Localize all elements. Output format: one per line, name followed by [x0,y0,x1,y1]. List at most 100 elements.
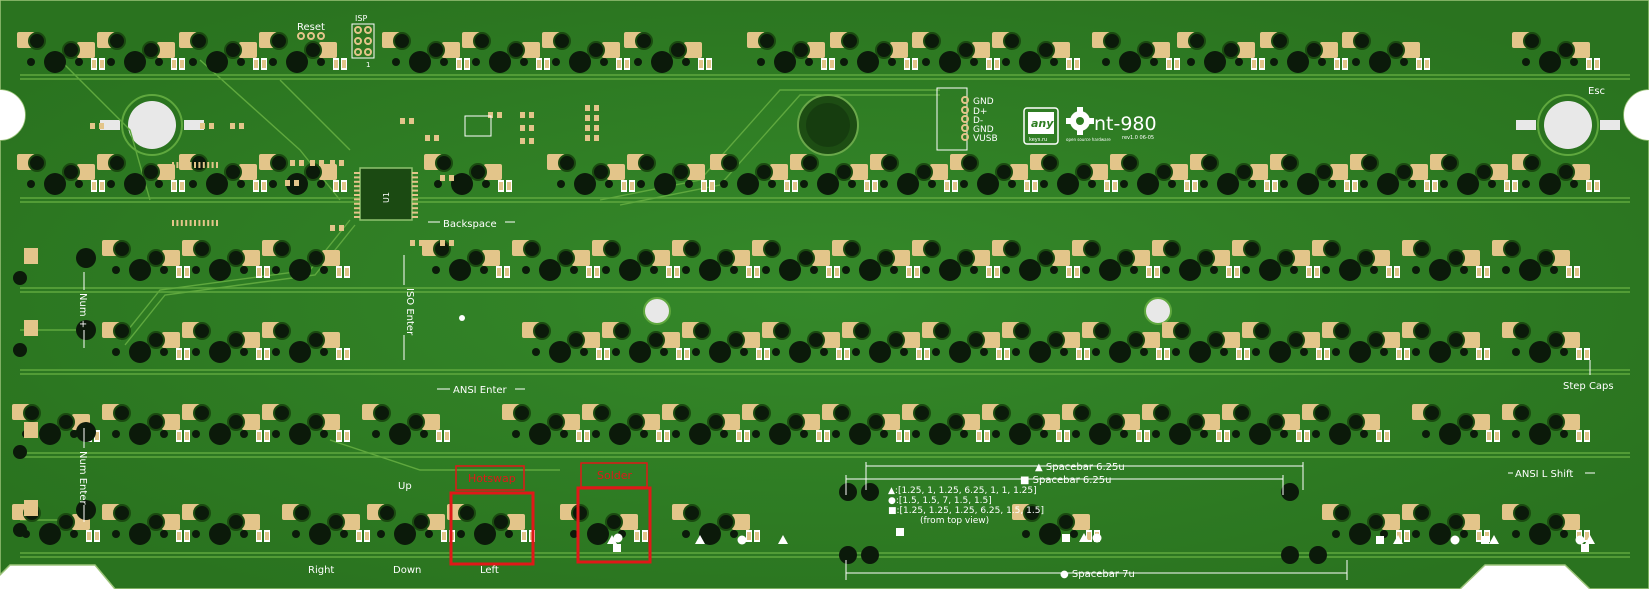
hotswap-highlight [449,491,535,566]
spacebar-legend-1: ▲:[1.25, 1, 1.25, 6.25, 1, 1, 1.25] [888,486,1037,496]
key-switch [1082,322,1170,363]
key-switch [1092,32,1180,73]
key-switch [1342,32,1430,73]
numpad-stab-pads [13,422,96,459]
key-switch [747,32,835,73]
key-switch [17,154,105,195]
row-1 [17,32,1600,73]
key-switch [912,240,1000,281]
square-marker-icon [1376,536,1384,544]
label-iso-enter: ISO Enter [404,288,415,336]
key-switch [522,322,610,363]
key-switch [1270,154,1358,195]
row-2 [17,154,1600,195]
square-marker-icon [1062,534,1070,542]
key-switch [1512,154,1600,195]
label-right: Right [308,565,334,576]
stab-pad [861,483,879,501]
key-switch [1402,322,1490,363]
key-switch [1260,32,1348,73]
numpad-stab-pads [13,320,96,357]
key-switch [182,322,270,363]
label-down: Down [393,565,421,576]
mounting-hole-left [100,94,204,156]
triangle-marker-icon [778,535,788,544]
stab-pad [1309,546,1327,564]
key-switch [462,32,550,73]
key-switch [752,240,840,281]
key-switch [262,240,350,281]
key-switch [542,32,630,73]
usb-pin-vusb: VUSB [973,134,998,144]
key-switch [362,404,450,445]
triangle-marker-icon [1489,535,1499,544]
isp-label: ISP [355,14,367,23]
copper-traces [20,59,1630,558]
key-switch [17,32,105,73]
key-switch [1502,322,1590,363]
square-marker-icon [1581,544,1589,552]
key-switch [547,154,635,195]
triangle-marker-icon [695,535,705,544]
label-num-plus: Num + [77,293,88,328]
board-name: nt-980 [1094,113,1157,135]
key-switch [710,154,798,195]
triangle-marker-icon [1585,535,1595,544]
key-switch [992,32,1080,73]
reset-pads [297,32,325,40]
label-left: Left [480,565,499,576]
label-step-caps: Step Caps [1563,381,1614,392]
key-switch [1312,240,1400,281]
label-arrows [83,221,1595,522]
numpad-stab-pads [13,500,96,537]
key-switch [1322,504,1410,545]
label-num-enter: Num Enter [77,451,88,505]
key-switch [1177,32,1265,73]
isp-header [351,23,375,59]
label-ansi-l-shift: ANSI L Shift [1515,469,1573,480]
key-switch [1162,322,1250,363]
key-switch [382,32,470,73]
buzzer [797,94,859,156]
mcu-ref: U1 [382,192,391,203]
usb-pin-gnd-2: GND [973,125,994,135]
key-switch [97,154,185,195]
key-switch [842,322,930,363]
key-switch [1012,504,1100,545]
key-switch [662,404,750,445]
key-switch [1512,32,1600,73]
key-switch [502,404,590,445]
anykeys-badge [1023,107,1059,145]
key-switch [262,404,350,445]
key-switch [672,240,760,281]
hotswap-label-box [455,465,525,491]
key-switch [1002,322,1090,363]
key-switch [422,240,510,281]
key-switch [992,240,1080,281]
spacebar-dimension-lines [845,462,1348,580]
key-switch [182,240,270,281]
spacebar-legend-4: (from top view) [920,516,989,526]
key-switch [102,504,190,545]
key-switch [182,404,270,445]
key-switch [1242,322,1330,363]
key-switch [870,154,958,195]
triangle-marker-icon [607,535,617,544]
key-switch [902,404,990,445]
badge-line2: keys.ru [1029,137,1047,143]
key-switch [102,404,190,445]
stab-pad [1281,483,1299,501]
circle-marker-icon [1450,535,1460,545]
smd-components [90,105,599,321]
key-switch [1062,404,1150,445]
key-switch [1072,240,1160,281]
key-switch [424,154,512,195]
mounting-hole-right [1516,94,1620,156]
circle-marker-icon [737,535,747,545]
hotswap-label: Hotswap [468,472,516,485]
key-switch [97,32,185,73]
key-switch [560,504,648,545]
key-switch [102,322,190,363]
